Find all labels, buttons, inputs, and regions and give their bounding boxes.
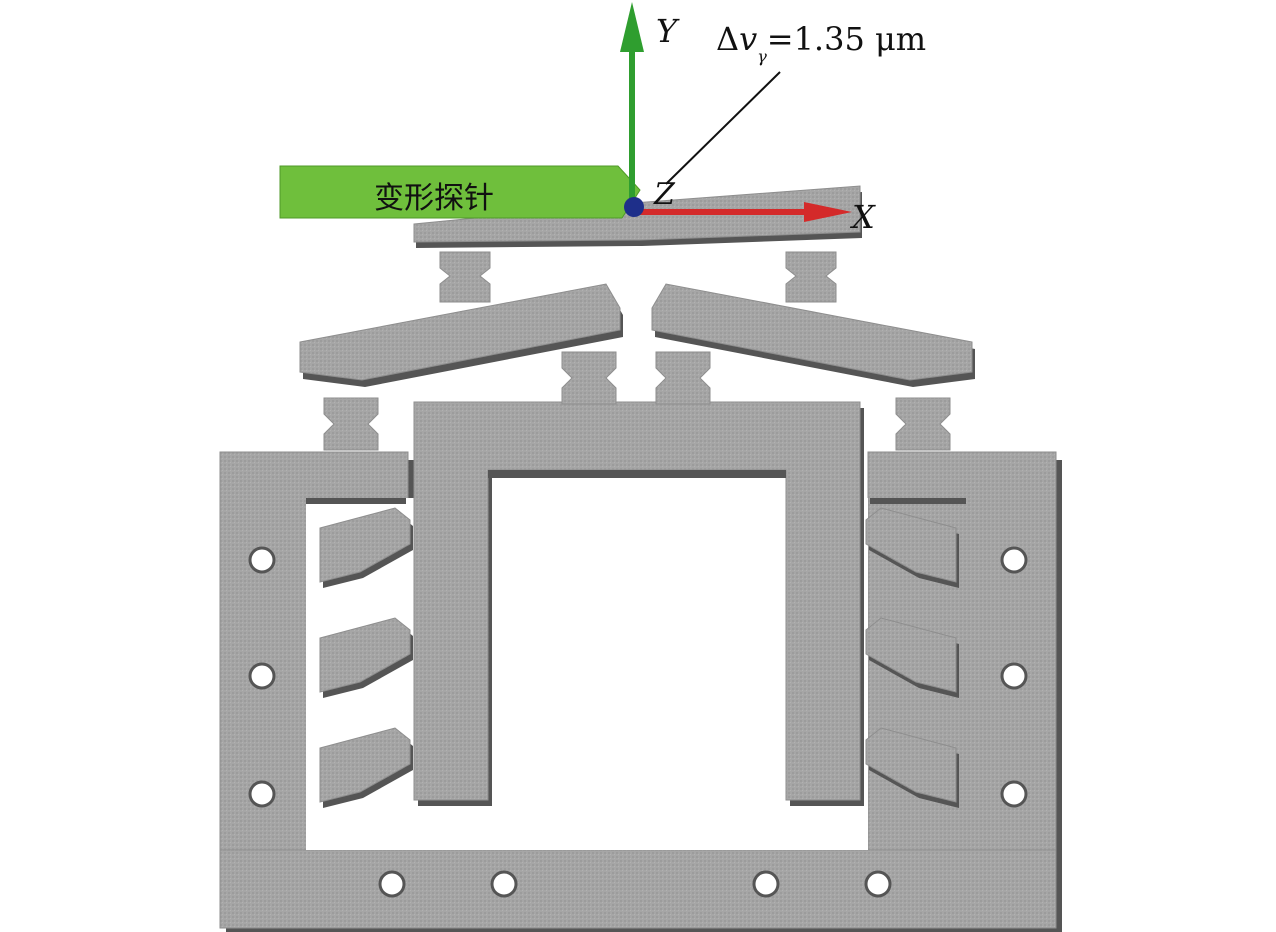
coordinate-axes: Y X Z bbox=[620, 2, 876, 236]
deformation-probe: 变形探针 bbox=[279, 165, 641, 219]
origin-marker bbox=[624, 197, 644, 217]
probe-label: 变形探针 bbox=[374, 181, 494, 216]
annotation-sub: γ bbox=[757, 47, 767, 66]
inner-u-frame bbox=[413, 401, 864, 806]
y-axis-arrowhead bbox=[620, 2, 644, 52]
left-lever bbox=[299, 283, 623, 387]
upper-hinges bbox=[323, 251, 951, 451]
mounting-holes bbox=[248, 546, 1028, 898]
displacement-annotation: Δvγ=1.35 μm bbox=[665, 20, 926, 185]
z-axis-label: Z bbox=[653, 177, 676, 212]
right-lever bbox=[651, 283, 975, 387]
annotation-delta: Δ bbox=[716, 20, 739, 58]
left-flexure-springs bbox=[319, 507, 413, 808]
annotation-value: =1.35 μm bbox=[767, 20, 926, 58]
right-flexure-springs bbox=[865, 507, 959, 808]
x-axis-arrowhead bbox=[804, 202, 852, 222]
y-axis-label: Y bbox=[656, 12, 680, 50]
leader-line bbox=[665, 71, 781, 185]
annotation-var: v bbox=[739, 20, 757, 58]
x-axis-label: X bbox=[849, 198, 876, 236]
annotation-text: Δvγ=1.35 μm bbox=[716, 20, 926, 66]
